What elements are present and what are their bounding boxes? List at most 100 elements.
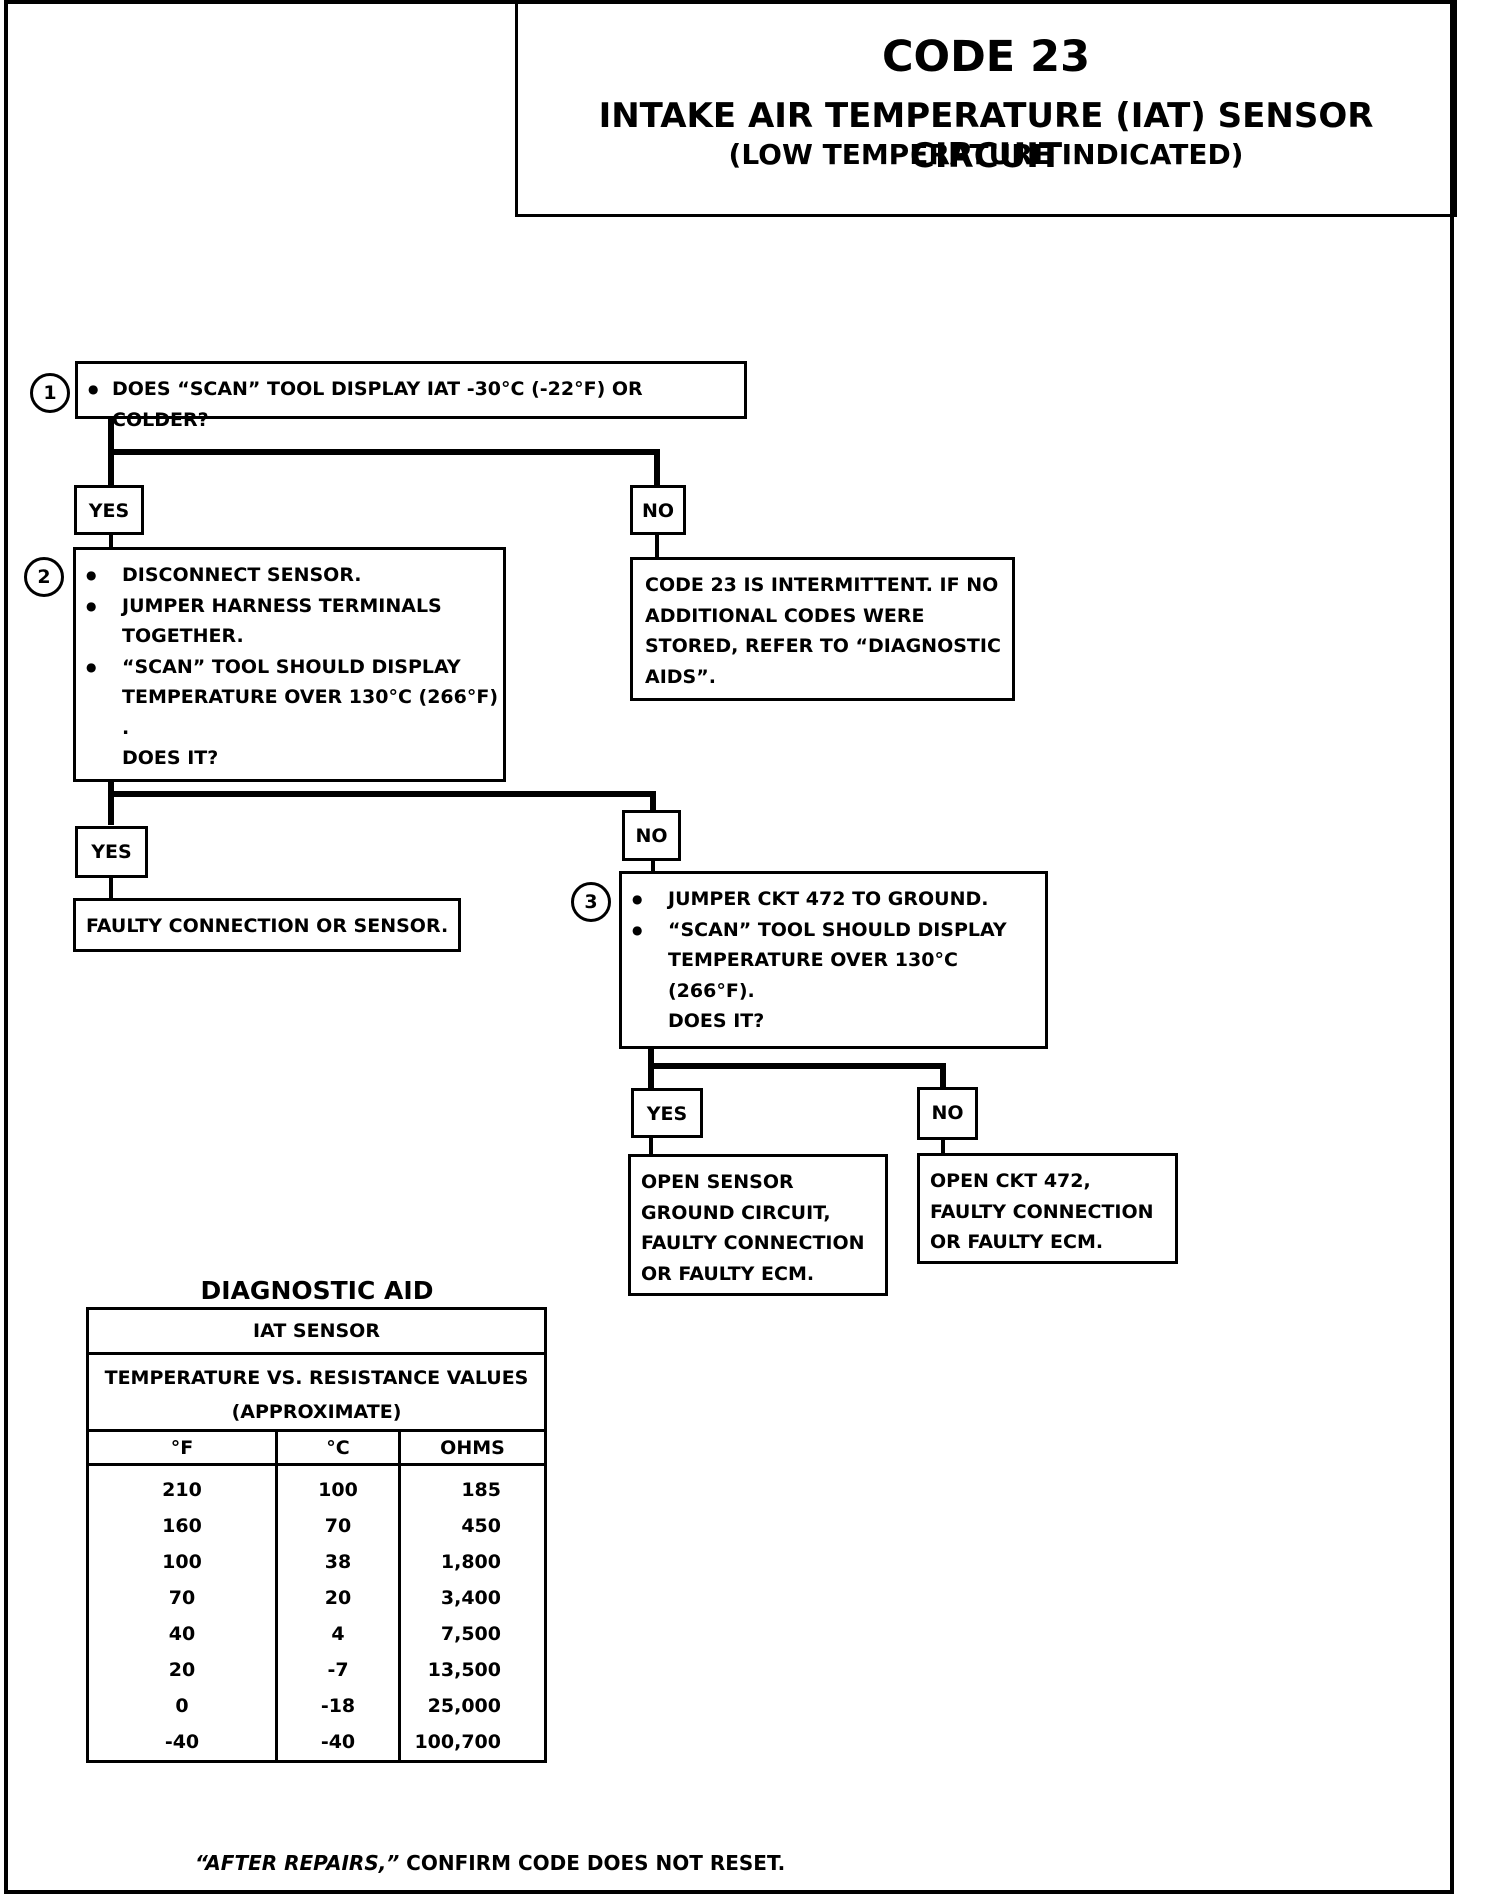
cell-ohms: 7,500 [398, 1616, 546, 1652]
step-3-box: JUMPER CKT 472 TO GROUND. “SCAN” TOOL SH… [619, 871, 1048, 1049]
step-3-question: DOES IT? [668, 1010, 765, 1032]
code-title: CODE 23 [882, 32, 1090, 82]
step-1-box: DOES “SCAN” TOOL DISPLAY IAT -30°C (-22°… [75, 361, 747, 431]
title-block: CODE 23 INTAKE AIR TEMPERATURE (IAT) SEN… [515, 0, 1457, 217]
connector-2-down [108, 781, 114, 825]
diagnostic-aid-title: DIAGNOSTIC AID [200, 1276, 434, 1305]
open-sensor-ground-result-box: OPEN SENSOR GROUND CIRCUIT, FAULTY CONNE… [628, 1154, 888, 1296]
open-sensor-line-1: OPEN SENSOR [641, 1171, 794, 1193]
iat-resistance-table: IAT SENSOR TEMPERATURE VS. RESISTANCE VA… [86, 1307, 547, 1763]
cell-fahrenheit: 0 [175, 1695, 189, 1717]
step-3-no-label: NO [917, 1087, 978, 1140]
after-repairs-note: “AFTER REPAIRS,” CONFIRM CODE DOES NOT R… [195, 1851, 785, 1875]
intermittent-line-3: STORED, REFER TO “DIAGNOSTIC [645, 635, 1001, 657]
step-3-marker: 3 [571, 882, 611, 922]
faulty-connection-text: FAULTY CONNECTION OR SENSOR. [86, 915, 449, 937]
table-header-row: °F °C OHMS [87, 1430, 546, 1466]
col-fahrenheit: °F [87, 1430, 277, 1466]
step-2-box: DISCONNECT SENSOR. JUMPER HARNESS TERMIN… [73, 547, 506, 782]
cell-celsius: -40 [275, 1724, 400, 1762]
connector-2-no-to-3 [651, 859, 655, 873]
cell-celsius: 38 [275, 1544, 400, 1580]
after-repairs-rest: CONFIRM CODE DOES NOT RESET. [399, 1851, 786, 1875]
circuit-title: INTAKE AIR TEMPERATURE (IAT) SENSOR CIRC… [598, 96, 1374, 176]
after-repairs-italic: “AFTER REPAIRS,” [195, 1851, 400, 1875]
connector-3-yes-to-result [649, 1134, 653, 1156]
connector-2-yes-to-result [109, 876, 113, 900]
step-3-bullet-2: “SCAN” TOOL SHOULD DISPLAY TEMPERATURE O… [622, 915, 1041, 1007]
connector-1-no-to-result [655, 531, 659, 557]
table-sensor-heading: IAT SENSOR [87, 1308, 546, 1355]
open-sensor-line-3: FAULTY CONNECTION [641, 1232, 865, 1254]
step-1-no-label: NO [630, 485, 686, 535]
step-3-yes-label: YES [631, 1088, 703, 1138]
cell-ohms: 100,700 [398, 1724, 546, 1762]
cell-ohms: 3,400 [398, 1580, 546, 1616]
cell-fahrenheit: 70 [168, 1587, 196, 1609]
step-2-question: DOES IT? [122, 747, 219, 769]
col-ohms: OHMS [398, 1430, 546, 1466]
intermittent-line-2: ADDITIONAL CODES WERE [645, 604, 925, 627]
step-2-marker: 2 [24, 557, 64, 597]
connector-1-horizontal [108, 449, 660, 455]
connector-3-horizontal [648, 1063, 946, 1069]
cell-ohms: 25,000 [398, 1688, 546, 1724]
open-ckt-line-2: FAULTY CONNECTION [930, 1200, 1154, 1223]
cell-ohms: 1,800 [398, 1544, 546, 1580]
connector-2-no-down [650, 791, 656, 810]
step-3-bullet-1: JUMPER CKT 472 TO GROUND. [622, 884, 1041, 915]
open-sensor-line-4: OR FAULTY ECM. [641, 1262, 815, 1285]
open-ckt-472-result-box: OPEN CKT 472, FAULTY CONNECTION OR FAULT… [917, 1153, 1178, 1264]
connector-1-down [108, 418, 114, 497]
cell-fahrenheit: 210 [162, 1479, 202, 1501]
table-caption-1: TEMPERATURE VS. RESISTANCE VALUES [104, 1367, 529, 1389]
cell-celsius: 70 [275, 1508, 400, 1544]
cell-celsius: -7 [275, 1652, 400, 1688]
step-2-bullet-3: “SCAN” TOOL SHOULD DISPLAY TEMPERATURE O… [76, 652, 499, 744]
step-2-bullet-1: DISCONNECT SENSOR. [76, 560, 499, 591]
connector-3-down [648, 1047, 654, 1100]
connector-2-horizontal [108, 791, 656, 797]
cell-fahrenheit: -40 [164, 1731, 200, 1753]
connector-3-no-down [940, 1063, 946, 1087]
step-1-marker: 1 [30, 373, 70, 413]
open-ckt-line-3: OR FAULTY ECM. [930, 1231, 1104, 1253]
connector-1-no-down [654, 449, 660, 497]
cell-celsius: -18 [275, 1688, 400, 1724]
faulty-connection-result-box: FAULTY CONNECTION OR SENSOR. [73, 898, 461, 952]
cell-fahrenheit: 100 [162, 1551, 202, 1573]
open-sensor-line-2: GROUND CIRCUIT, [641, 1201, 831, 1224]
cell-fahrenheit: 160 [162, 1515, 202, 1537]
cell-celsius: 4 [275, 1616, 400, 1652]
intermittent-result-box: CODE 23 IS INTERMITTENT. IF NO ADDITIONA… [630, 557, 1015, 701]
cell-celsius: 100 [275, 1464, 400, 1508]
cell-fahrenheit: 40 [168, 1623, 196, 1645]
step-2-bullet-2: JUMPER HARNESS TERMINALS TOGETHER. [76, 591, 499, 652]
cell-ohms: 185 [398, 1464, 546, 1508]
connector-1-yes-to-2 [109, 531, 113, 549]
cell-celsius: 20 [275, 1580, 400, 1616]
cell-ohms: 13,500 [398, 1652, 546, 1688]
step-2-yes-label: YES [75, 826, 148, 878]
step-1-yes-label: YES [74, 485, 144, 535]
open-ckt-line-1: OPEN CKT 472, [930, 1170, 1091, 1192]
table-caption-2: (APPROXIMATE) [87, 1395, 546, 1432]
step-2-no-label: NO [622, 810, 681, 861]
cell-fahrenheit: 20 [168, 1659, 196, 1681]
circuit-subtitle: (LOW TEMPERATURE INDICATED) [728, 138, 1244, 171]
step-1-question: DOES “SCAN” TOOL DISPLAY IAT -30°C (-22°… [78, 374, 744, 435]
connector-3-no-to-result [941, 1136, 945, 1154]
col-celsius: °C [275, 1430, 400, 1466]
intermittent-line-4: AIDS”. [645, 665, 716, 688]
intermittent-line-1: CODE 23 IS INTERMITTENT. IF NO [645, 574, 999, 596]
cell-ohms: 450 [398, 1508, 546, 1544]
